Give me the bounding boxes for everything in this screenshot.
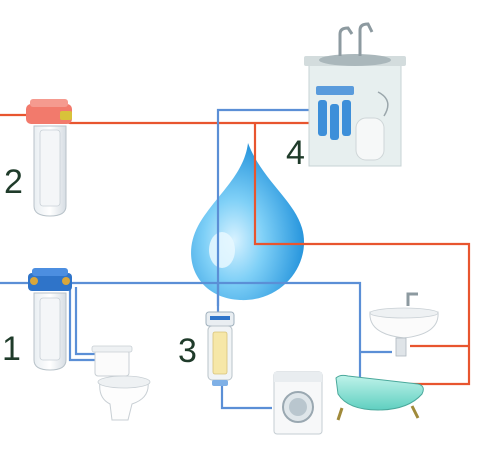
cold-to-sink	[216, 108, 312, 306]
water-drop-icon	[191, 143, 305, 301]
cartridge-filter-icon[interactable]	[28, 268, 72, 371]
washing-machine-icon[interactable]	[273, 371, 323, 435]
cold-water-pipes	[0, 108, 392, 410]
label-3: 3	[178, 332, 197, 370]
cold-to-toilet-b	[74, 287, 95, 356]
toilet-icon[interactable]	[91, 345, 151, 421]
reverse-osmosis-sink-icon[interactable]	[304, 22, 406, 167]
label-1: 1	[2, 330, 21, 368]
softener-filter-icon[interactable]	[205, 311, 235, 386]
label-4: 4	[286, 134, 305, 172]
cold-to-toilet-a	[68, 287, 95, 362]
washbasin-icon[interactable]	[369, 292, 439, 357]
cold-to-washer	[220, 382, 272, 410]
hot-riser	[253, 123, 471, 386]
label-2: 2	[4, 163, 23, 201]
bathtub-icon[interactable]	[335, 374, 424, 421]
cartridge-filter-icon[interactable]	[26, 99, 72, 217]
